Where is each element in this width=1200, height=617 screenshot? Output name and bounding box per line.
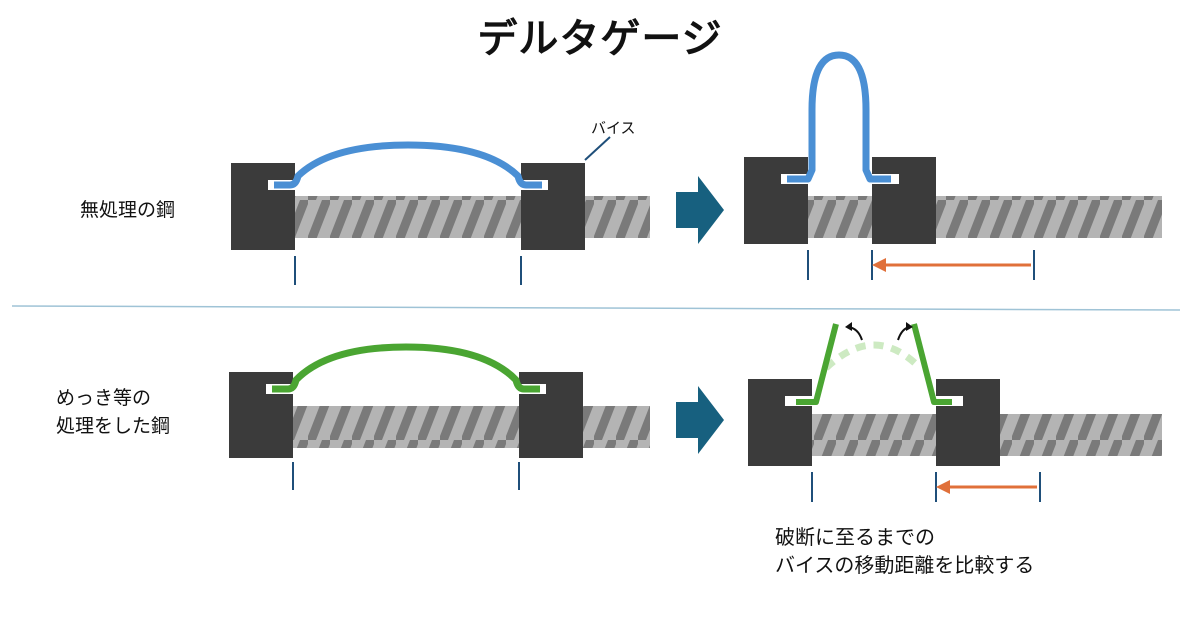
vise-right <box>521 163 585 250</box>
process-arrow-row-2 <box>676 386 724 454</box>
wire-broken-left <box>796 323 839 405</box>
screw-rod <box>293 406 650 448</box>
row-label-untreated-line-1: 無処理の鋼 <box>80 199 176 221</box>
vise-left <box>748 379 812 466</box>
vise-callout-label: バイス <box>591 119 636 137</box>
caption-line-2: バイスの移動距離を比較する <box>775 553 1035 577</box>
caption: 破断に至るまでの バイスの移動距離を比較する <box>775 523 1034 579</box>
row-1-before <box>231 136 650 285</box>
row-2-before <box>229 343 650 490</box>
wire-folded <box>787 51 891 183</box>
spring-back-arrowhead-left <box>845 322 852 331</box>
row-label-untreated: 無処理の鋼 <box>80 196 175 224</box>
vise-left <box>744 157 808 244</box>
wire-bent <box>272 343 540 393</box>
row-label-treated: めっき等の 処理をした鋼 <box>56 384 170 440</box>
wire-broken-right <box>911 323 952 405</box>
row-1-after <box>744 51 1162 280</box>
vise-callout-line <box>584 136 611 161</box>
caption-line-1: 破断に至るまでの <box>775 525 935 549</box>
vise-left <box>231 163 295 250</box>
process-arrow-row-1 <box>676 176 724 244</box>
screw-rod <box>808 196 1162 238</box>
screw-rod <box>295 196 650 238</box>
distance-arrowhead <box>872 258 886 272</box>
row-label-treated-line-1: めっき等の <box>56 387 152 409</box>
distance-arrowhead <box>936 480 950 494</box>
row-divider <box>11 305 1181 311</box>
page-title: デルタゲージ <box>477 16 723 62</box>
row-label-treated-line-2: 処理をした鋼 <box>56 415 171 437</box>
vise-right <box>872 157 936 244</box>
wire-ghost <box>823 341 923 371</box>
wire-bent <box>274 141 542 189</box>
spring-back-arrowhead-right <box>906 322 913 331</box>
vise-right <box>936 379 1000 466</box>
row-2-after <box>748 322 1162 502</box>
